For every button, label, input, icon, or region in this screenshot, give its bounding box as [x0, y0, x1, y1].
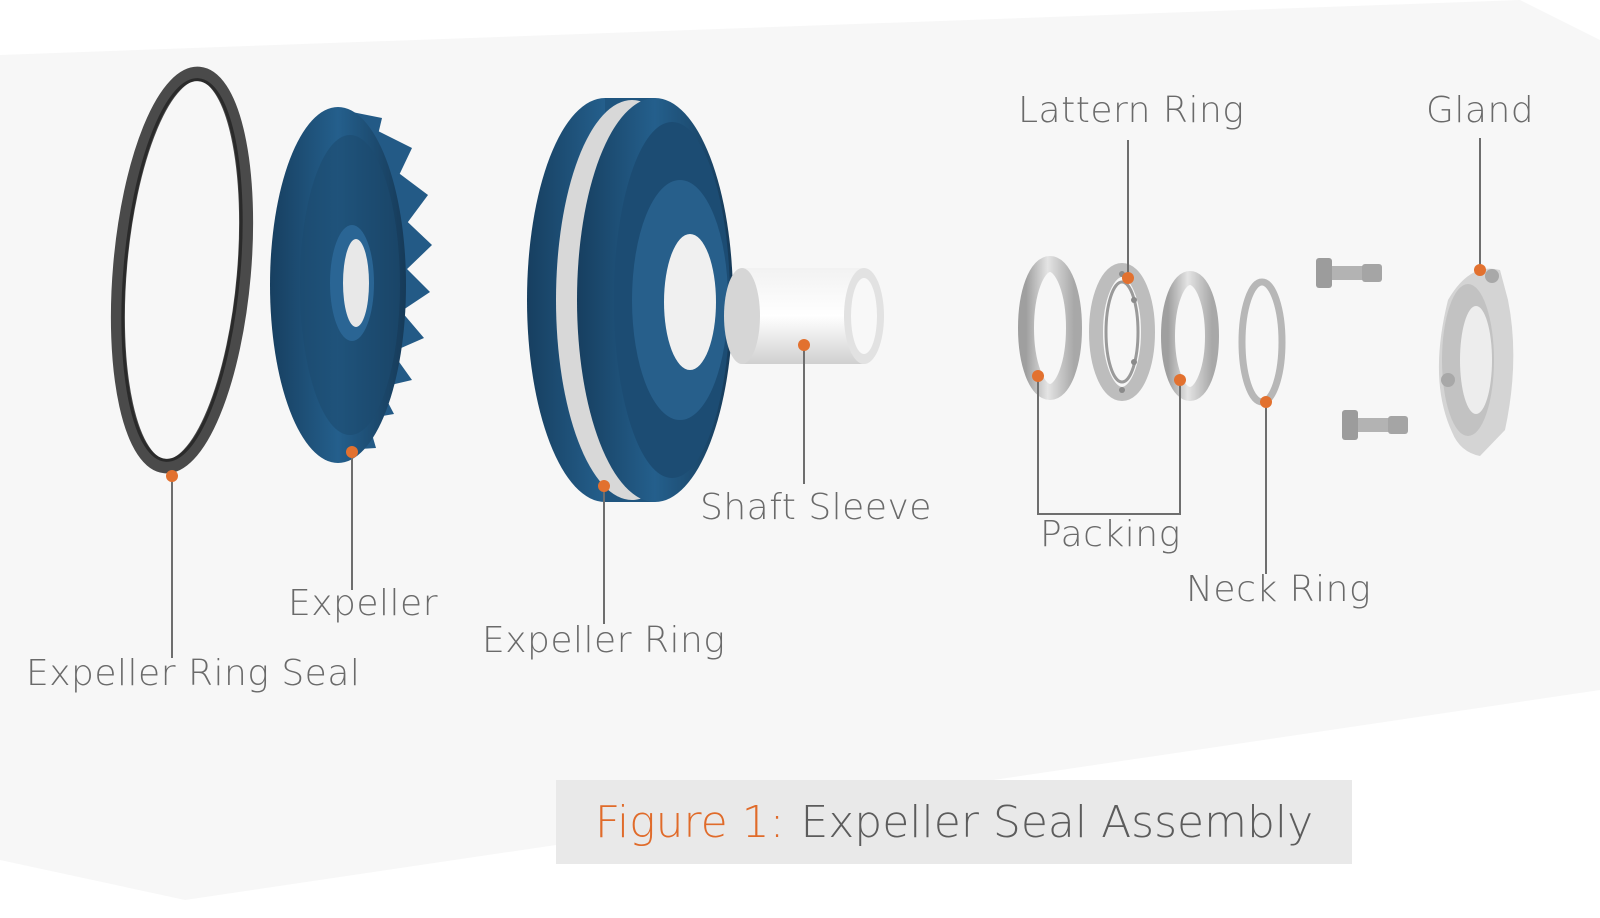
caption-title: Expeller Seal Assembly — [800, 796, 1314, 848]
shaft-sleeve-label: Shaft Sleeve — [700, 487, 932, 528]
expeller-ring-part — [527, 98, 733, 502]
packing-label: Packing — [1040, 514, 1181, 555]
caption-prefix: Figure 1: — [594, 796, 785, 848]
expeller-ring-seal-label: Expeller Ring Seal — [26, 653, 361, 694]
expeller-label: Expeller — [288, 583, 439, 624]
lattern-ring-part — [1089, 263, 1155, 401]
gland-bolts-part — [1316, 258, 1408, 440]
expeller-part — [270, 107, 432, 463]
lattern-ring-label: Lattern Ring — [1018, 90, 1245, 131]
callout-dots — [166, 264, 1486, 492]
expeller-ring-label: Expeller Ring — [482, 620, 726, 661]
neck-ring-label: Neck Ring — [1186, 569, 1372, 610]
gland-label: Gland — [1426, 90, 1535, 131]
gland-part — [1438, 268, 1514, 456]
figure-caption: Figure 1: Expeller Seal Assembly — [556, 780, 1352, 864]
leader-lines — [171, 138, 1481, 658]
expeller-ring-seal-part — [110, 66, 254, 474]
packing-ring-1-part — [1018, 256, 1082, 400]
packing-ring-2-part — [1161, 271, 1219, 401]
